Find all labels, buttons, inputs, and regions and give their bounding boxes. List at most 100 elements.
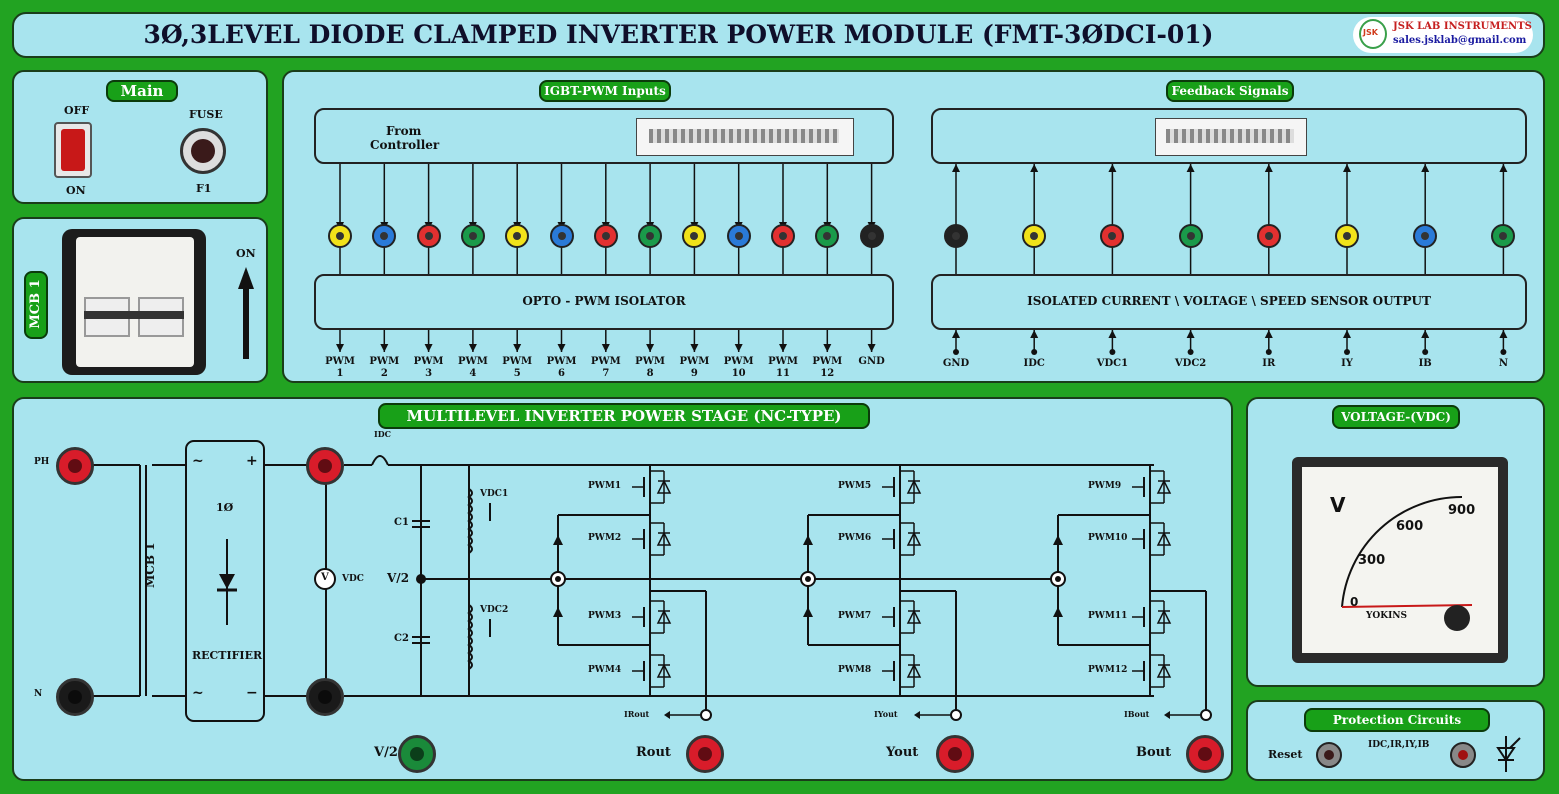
feedback-connector[interactable] [1155, 118, 1307, 156]
leg2-output-terminal[interactable] [936, 735, 974, 773]
pwm-jack-3[interactable] [416, 224, 441, 248]
voltmeter-symbol: V [321, 572, 329, 583]
from-label: From [386, 124, 422, 138]
pwm-output-label-5: PWM [502, 356, 533, 367]
pwm-output-num-9: 9 [690, 368, 698, 379]
feedback-jack-ib[interactable] [1413, 224, 1438, 248]
idc-label: IDC [374, 429, 392, 439]
leg1-output-label: Rout [636, 745, 671, 760]
mcb-panel: MCB 1 ON [12, 217, 268, 383]
leg1-output-terminal[interactable] [686, 735, 724, 773]
feedback-label-ir: IR [1262, 358, 1276, 369]
reset-button[interactable] [1316, 742, 1342, 768]
main-power-switch[interactable] [54, 122, 92, 178]
brand-box: JSK JSK LAB INSTRUMENTS sales.jsklab@gma… [1353, 17, 1533, 53]
pwm-output-num-2: 2 [380, 368, 388, 379]
leg2-output-label: Yout [886, 745, 919, 760]
controller-label: Controller [370, 138, 440, 152]
pwm-jack-11[interactable] [771, 224, 795, 248]
scale-900: 900 [1448, 503, 1476, 518]
frc-connector[interactable] [636, 118, 854, 156]
n-input-terminal[interactable] [56, 678, 94, 716]
leg2-bot2-label: PWM8 [838, 665, 872, 675]
ph-input-terminal[interactable] [56, 447, 94, 485]
zero-adjust-screw[interactable] [1444, 605, 1470, 631]
leg1-iout-label: IRout [624, 709, 650, 719]
feedback-jack-n[interactable] [1491, 224, 1516, 248]
midpoint-terminal[interactable] [398, 735, 436, 773]
scale-600: 600 [1396, 519, 1424, 534]
pwm-output-label-8: PWM [635, 356, 665, 367]
leg1-top1-label: PWM1 [588, 481, 622, 491]
rect-minus: − [246, 685, 258, 701]
feedback-jack-gnd[interactable] [944, 224, 968, 248]
protection-tag: Protection Circuits [1304, 708, 1490, 732]
signal-wires [336, 164, 1508, 355]
leg3-bot1-label: PWM11 [1088, 611, 1128, 621]
pwm-output-label-2: PWM [369, 356, 400, 367]
fuse-holder[interactable] [180, 128, 226, 174]
igbt-tag: IGBT-PWM Inputs [539, 80, 671, 102]
mcb-tag: MCB 1 [24, 271, 48, 339]
leg3-iout-label: IBout [1124, 709, 1150, 719]
pwm-jack-6[interactable] [549, 224, 574, 248]
pwm-jack-8[interactable] [638, 224, 663, 248]
feedback-tag: Feedback Signals [1166, 80, 1294, 102]
meter-face: V 0 300 600 900 YOKINS [1302, 467, 1498, 653]
fuse-label: FUSE [189, 108, 223, 121]
sensor-output-label: ISOLATED CURRENT \ VOLTAGE \ SPEED SENSO… [1027, 294, 1431, 308]
meter-maker: YOKINS [1366, 611, 1408, 621]
power-circuit [80, 440, 1212, 722]
midpoint-terminal-label: V/2 [374, 745, 398, 760]
pwm-output-num-3: 3 [425, 368, 433, 379]
reset-label: Reset [1268, 748, 1303, 761]
feedback-label-ib: IB [1418, 358, 1432, 369]
pwm-jack-1[interactable] [328, 224, 352, 248]
feedback-jack-vdc2[interactable] [1178, 224, 1203, 248]
leg2-top2-label: PWM6 [838, 533, 872, 543]
vdc-label: VDC [342, 574, 364, 584]
feedback-jack-idc[interactable] [1022, 224, 1047, 248]
leg3-output-terminal[interactable] [1186, 735, 1224, 773]
protection-signals: IDC,IR,IY,IB [1368, 740, 1430, 750]
leg3-top2-label: PWM10 [1088, 533, 1128, 543]
pwm-jack-7[interactable] [593, 224, 618, 248]
pwm-jack-2[interactable] [372, 224, 397, 248]
breaker-handle-bar [84, 311, 184, 319]
pwm-output-label-12: PWM [812, 356, 843, 367]
protection-led [1450, 742, 1476, 768]
pwm-jack-9[interactable] [682, 224, 707, 248]
feedback-label-gnd: GND [942, 358, 970, 369]
rect-ac-bot: ~ [192, 685, 204, 701]
leg3-bot2-label: PWM12 [1088, 665, 1128, 675]
pwm-output-num-5: 5 [513, 368, 521, 379]
mcb-breaker[interactable] [62, 229, 206, 375]
feedback-label-vdc2: VDC2 [1174, 358, 1207, 369]
pwm-output-num-8: 8 [646, 368, 654, 379]
feedback-jack-ir[interactable] [1256, 224, 1281, 248]
rectifier-phase: 1Ø [216, 501, 234, 514]
pwm-jack-4[interactable] [460, 224, 485, 248]
sensor-output-box: ISOLATED CURRENT \ VOLTAGE \ SPEED SENSO… [931, 274, 1527, 330]
fuse-cap [191, 139, 215, 163]
dc-plus-terminal[interactable] [306, 447, 344, 485]
switch-off-label: OFF [64, 104, 90, 117]
on-arrow-icon [238, 267, 254, 359]
pwm-output-num-1: 1 [336, 368, 344, 379]
pwm-jack-10[interactable] [726, 224, 751, 248]
pwm-jack-13[interactable] [859, 224, 884, 248]
fuse-id: F1 [196, 182, 212, 195]
meter-panel: VOLTAGE-(VDC) V 0 300 600 900 YOKINS [1246, 397, 1545, 687]
pwm-jack-5[interactable] [505, 224, 530, 248]
feedback-jack-vdc1[interactable] [1100, 224, 1125, 248]
ph-label: PH [34, 457, 50, 467]
opto-isolator-label: OPTO - PWM ISOLATOR [522, 294, 686, 308]
feedback-jack-iy[interactable] [1335, 224, 1359, 248]
feedback-label-n: N [1498, 358, 1508, 369]
main-tag: Main [106, 80, 178, 102]
leg3-top1-label: PWM9 [1088, 481, 1122, 491]
pwm-output-num-4: 4 [469, 368, 477, 379]
opto-isolator-box: OPTO - PWM ISOLATOR [314, 274, 894, 330]
pwm-jack-12[interactable] [815, 224, 840, 248]
dc-minus-terminal[interactable] [306, 678, 344, 716]
